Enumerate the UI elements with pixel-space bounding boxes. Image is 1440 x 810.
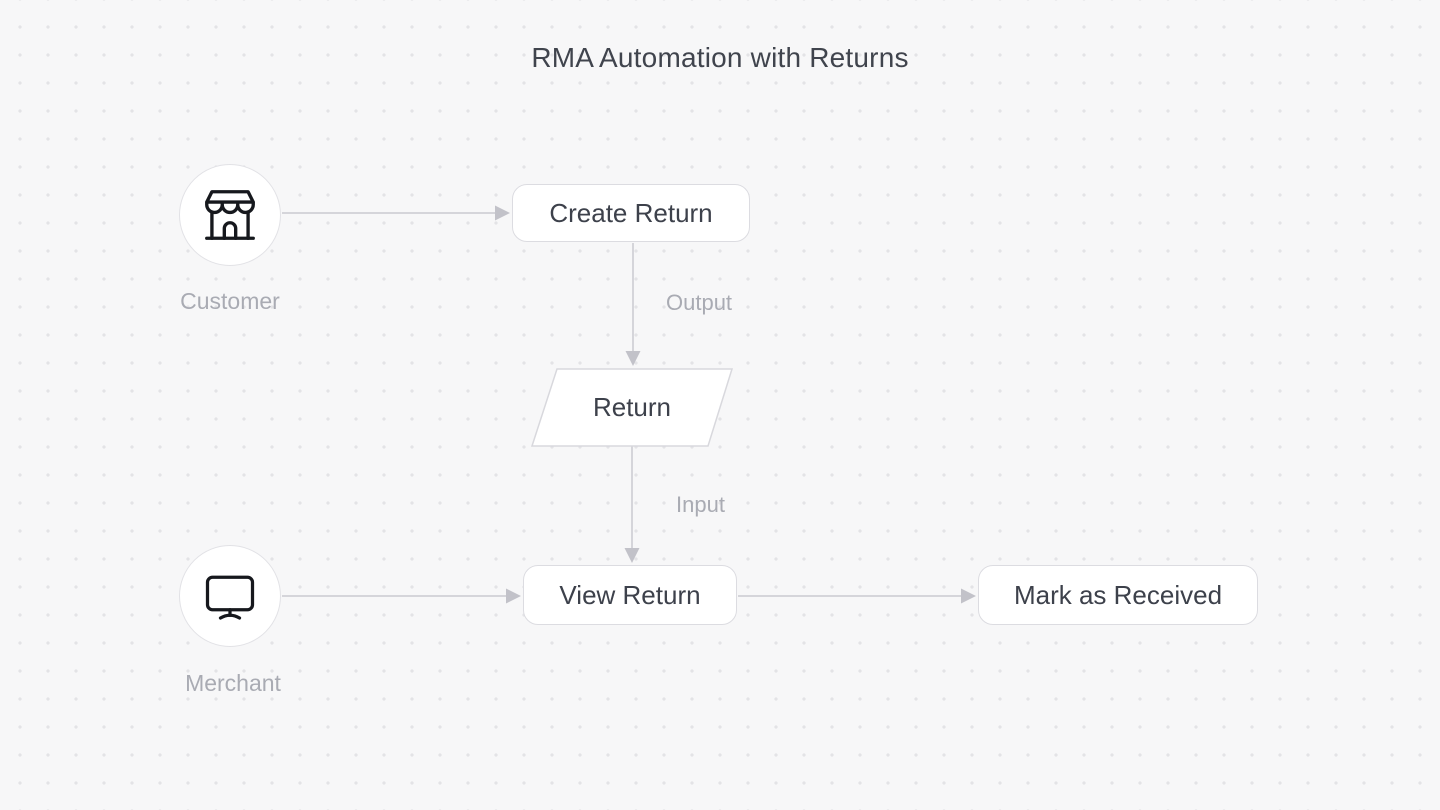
diagram-title: RMA Automation with Returns bbox=[531, 42, 909, 73]
node-view-return-label: View Return bbox=[559, 579, 701, 610]
node-create-return-label: Create Return bbox=[549, 197, 713, 228]
edge-return-view-return bbox=[624, 446, 640, 563]
edge-customer-create-return bbox=[282, 205, 510, 221]
actor-customer-label: Customer bbox=[180, 288, 280, 314]
storefront-icon bbox=[199, 184, 261, 246]
node-mark-as-received[interactable]: Mark as Received bbox=[978, 565, 1258, 625]
edge-label-output: Output bbox=[666, 290, 733, 315]
edge-merchant-view-return bbox=[282, 588, 521, 604]
node-return-label: Return bbox=[592, 392, 672, 422]
edge-label-input: Input bbox=[676, 492, 725, 517]
edge-view-return-mark-received bbox=[738, 588, 976, 604]
node-mark-as-received-label: Mark as Received bbox=[1013, 579, 1223, 610]
actor-merchant-label: Merchant bbox=[185, 670, 281, 696]
monitor-icon bbox=[200, 566, 260, 626]
return-node-shape[interactable] bbox=[530, 368, 734, 447]
edge-create-return-return bbox=[625, 243, 641, 366]
node-view-return[interactable]: View Return bbox=[523, 565, 737, 625]
actor-customer[interactable] bbox=[179, 164, 281, 266]
node-create-return[interactable]: Create Return bbox=[512, 184, 750, 242]
actor-merchant[interactable] bbox=[179, 545, 281, 647]
